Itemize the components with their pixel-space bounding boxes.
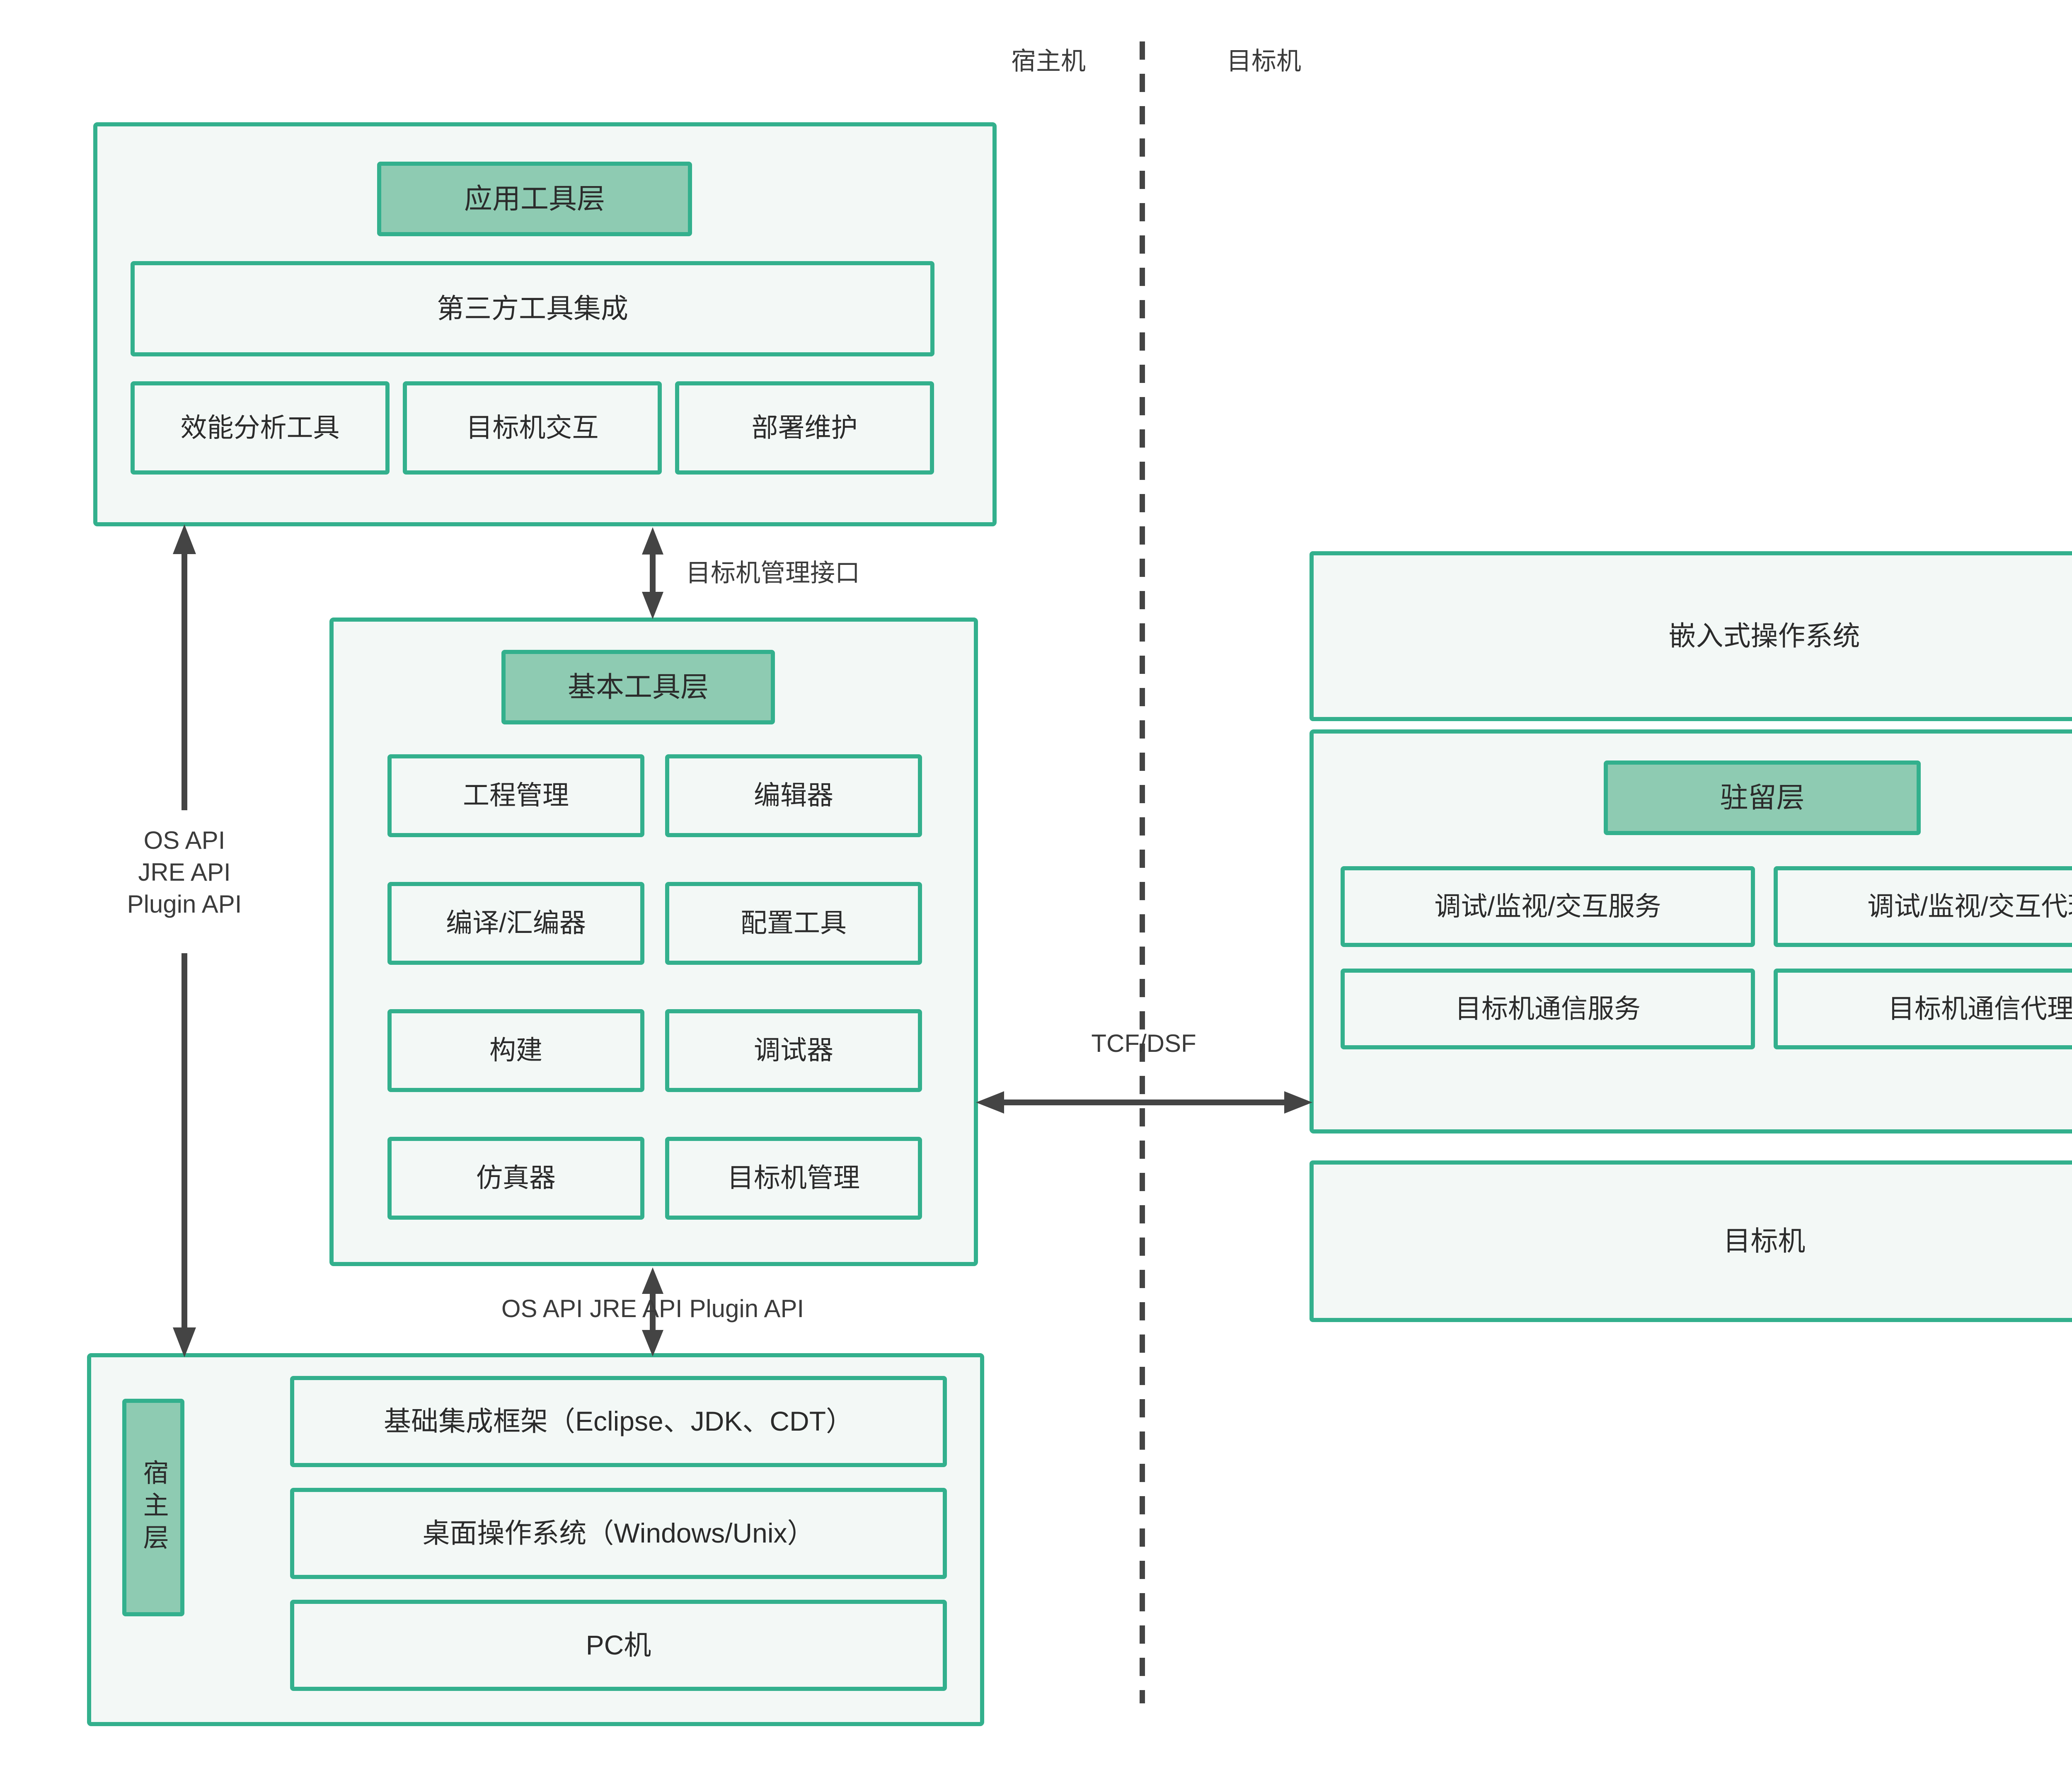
host-layer-group: 宿主层 基础集成框架（Eclipse、JDK、CDT） 桌面操作系统（Windo… <box>87 1353 984 1726</box>
bottom-api-arrow <box>640 1267 665 1356</box>
application-tool-layer-group: 应用工具层 第三方工具集成 效能分析工具 目标机交互 部署维护 <box>93 122 997 526</box>
basic-tool-layer-group: 基本工具层 工程管理 编辑器 编译/汇编器 配置工具 构建 调试器 仿真器 目标… <box>329 618 978 1266</box>
base-integration-framework-box: 基础集成框架（Eclipse、JDK、CDT） <box>290 1376 947 1467</box>
tcf-dsf-arrow <box>976 1090 1312 1115</box>
bottom-api-label: OS API JRE API Plugin API <box>501 1295 804 1322</box>
pc-machine-box: PC机 <box>290 1600 947 1691</box>
target-comm-service-box: 目标机通信服务 <box>1341 969 1755 1049</box>
build-box: 构建 <box>387 1009 644 1092</box>
left-api-arrow-upper <box>172 524 197 810</box>
performance-analysis-tool-box: 效能分析工具 <box>131 381 390 475</box>
host-target-divider <box>1140 41 1145 1703</box>
editor-box: 编辑器 <box>665 754 922 837</box>
resident-layer-group: 驻留层 调试/监视/交互服务 调试/监视/交互代理 目标机通信服务 目标机通信代… <box>1310 729 2072 1133</box>
basic-tool-layer-header: 基本工具层 <box>501 650 775 724</box>
left-api-label-text: OS API JRE API Plugin API <box>127 826 242 918</box>
third-party-tool-integration-box: 第三方工具集成 <box>131 261 934 356</box>
debugger-box: 调试器 <box>665 1009 922 1092</box>
compiler-assembler-box: 编译/汇编器 <box>387 882 644 965</box>
project-management-box: 工程管理 <box>387 754 644 837</box>
debug-monitor-interact-agent-box: 调试/监视/交互代理 <box>1774 866 2072 947</box>
tcf-dsf-label: TCF/DSF <box>1091 1029 1196 1057</box>
host-layer-side-label: 宿主层 <box>122 1399 184 1616</box>
simulator-box: 仿真器 <box>387 1137 644 1220</box>
left-api-arrow-lower <box>172 953 197 1357</box>
target-interaction-box: 目标机交互 <box>403 381 662 475</box>
desktop-os-box: 桌面操作系统（Windows/Unix） <box>290 1488 947 1579</box>
target-comm-agent-box: 目标机通信代理 <box>1774 969 2072 1049</box>
application-tool-layer-header: 应用工具层 <box>377 162 692 236</box>
embedded-os-box: 嵌入式操作系统 <box>1310 551 2072 721</box>
host-side-title: 宿主机 <box>1011 47 1086 75</box>
resident-layer-header: 驻留层 <box>1604 760 1921 835</box>
target-side-title: 目标机 <box>1227 47 1301 75</box>
debug-monitor-interact-service-box: 调试/监视/交互服务 <box>1341 866 1755 947</box>
target-machine-box: 目标机 <box>1310 1160 2072 1322</box>
deploy-maintenance-box: 部署维护 <box>675 381 934 475</box>
target-mgmt-interface-label: 目标机管理接口 <box>686 559 860 587</box>
target-mgmt-interface-arrow <box>640 527 665 619</box>
target-management-box: 目标机管理 <box>665 1137 922 1220</box>
configuration-tool-box: 配置工具 <box>665 882 922 965</box>
left-api-label: OS API JRE API Plugin API <box>56 825 313 920</box>
